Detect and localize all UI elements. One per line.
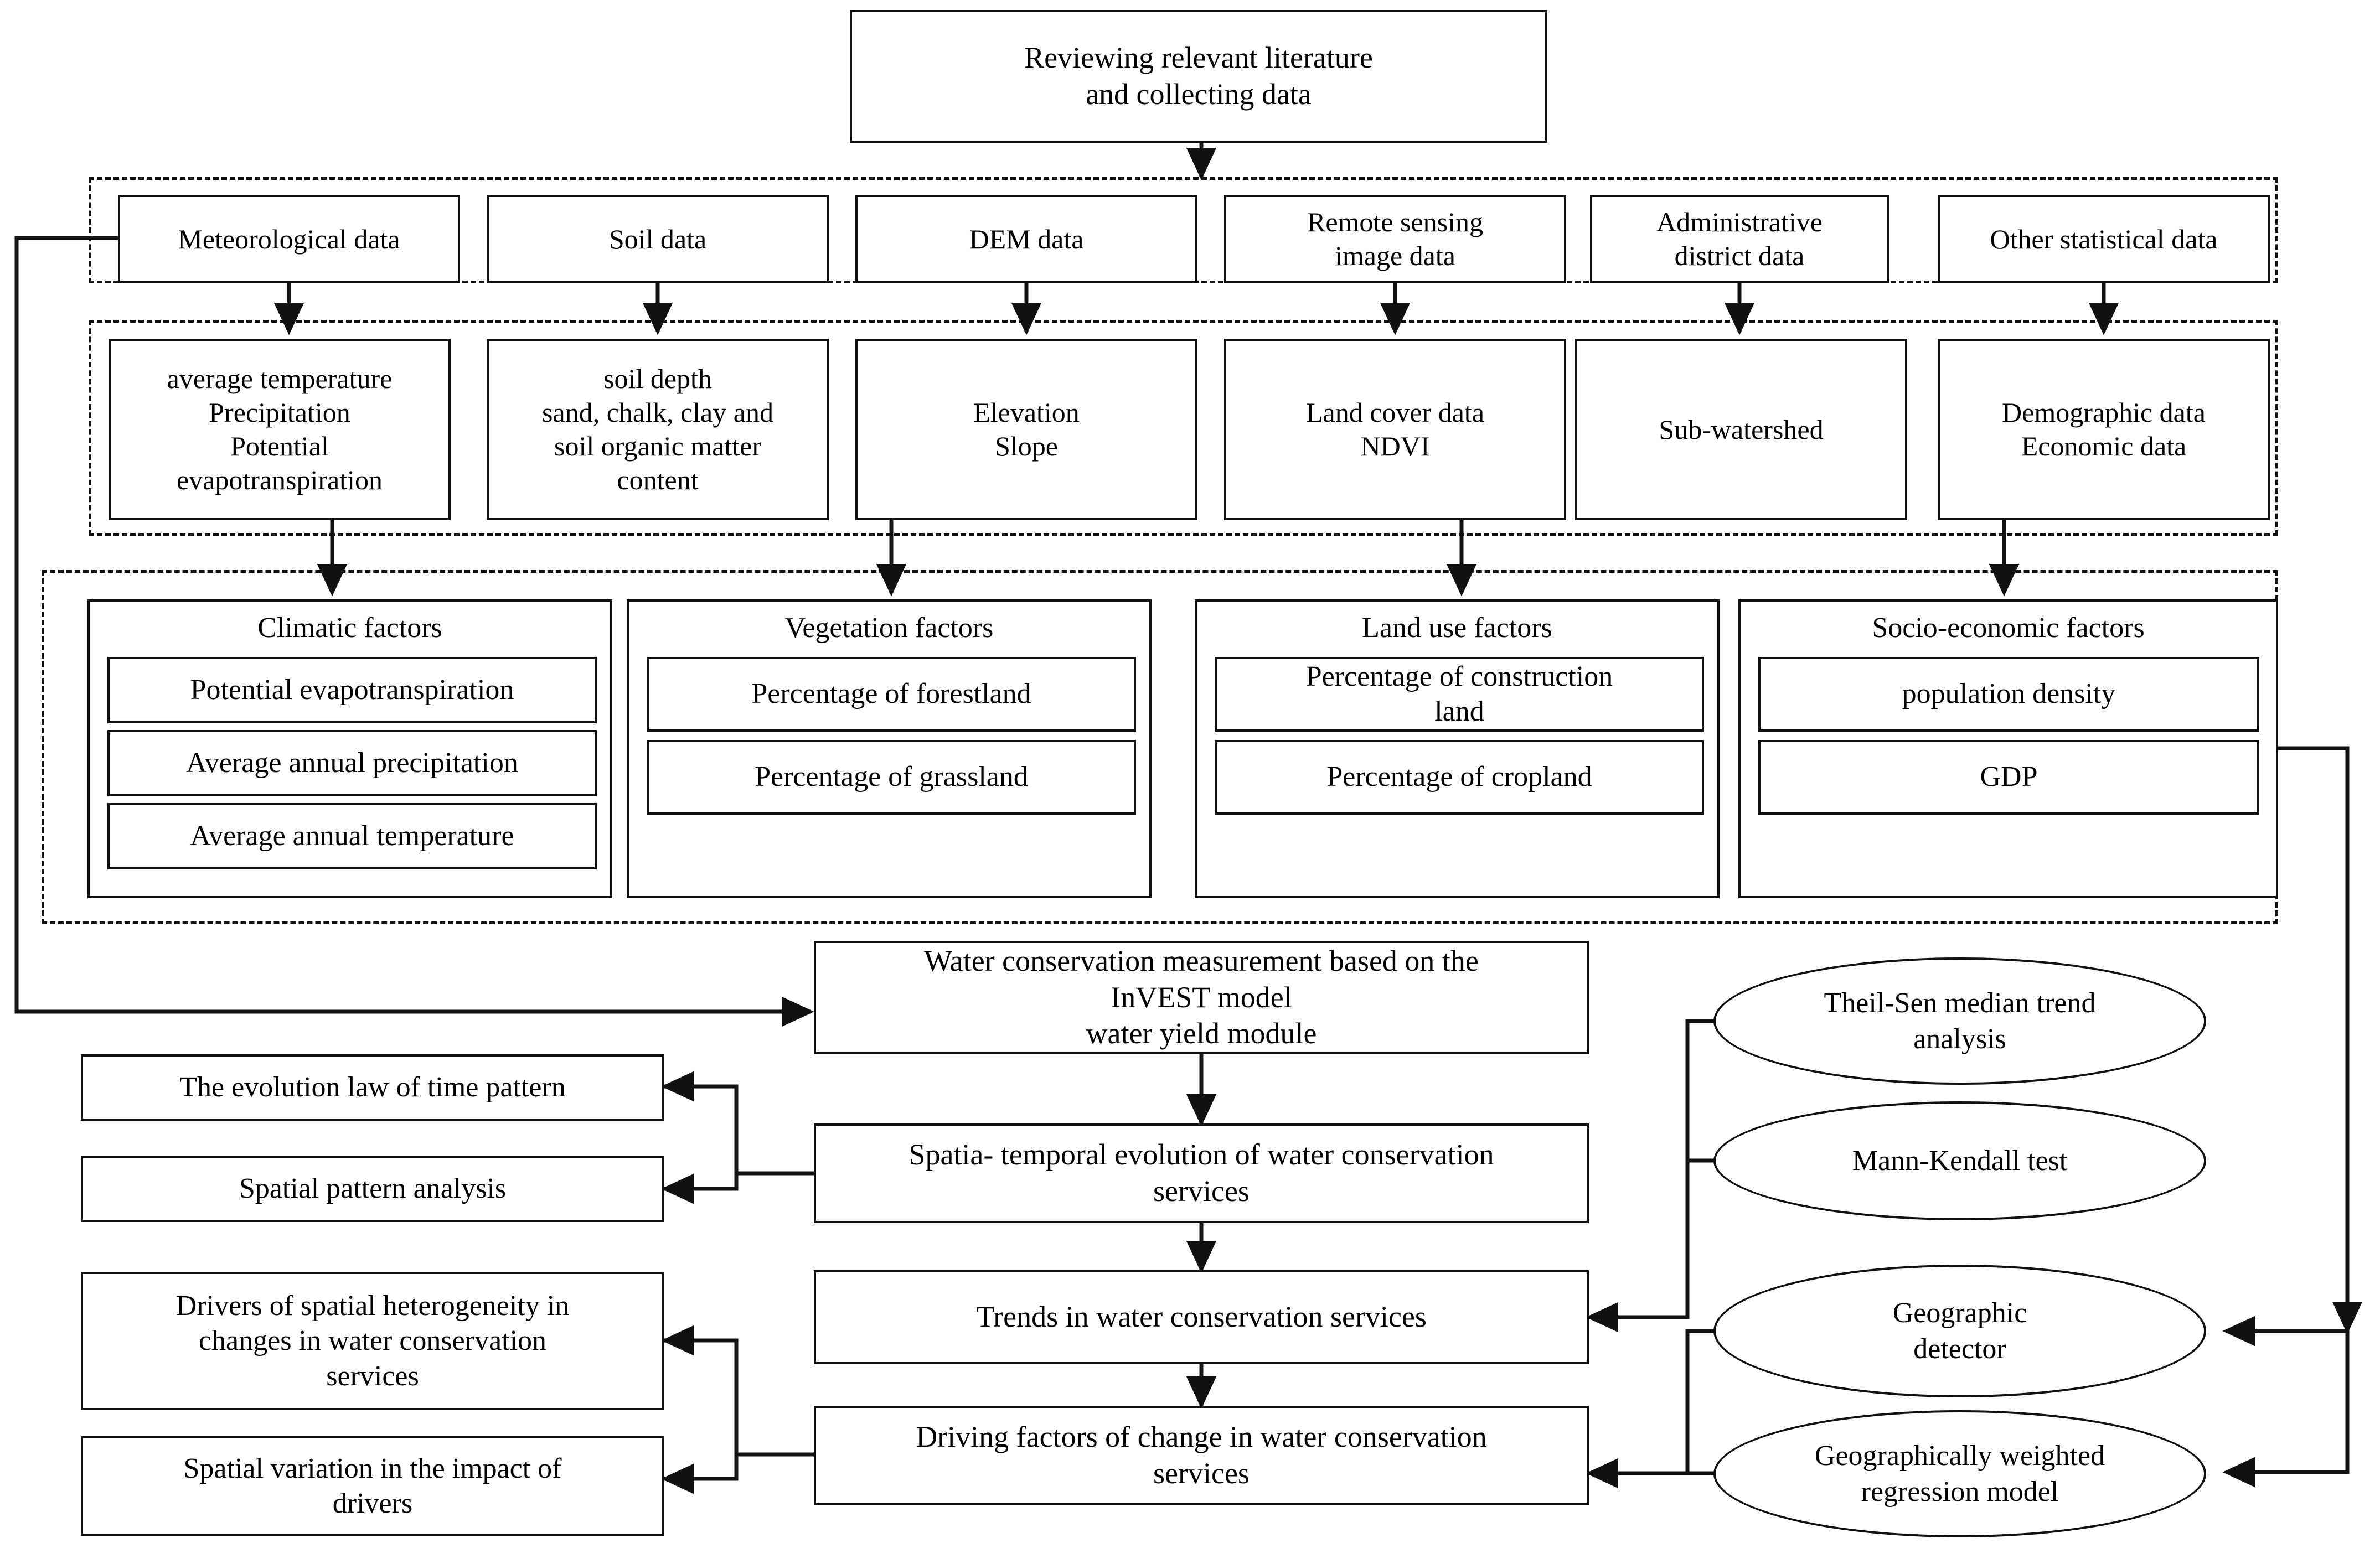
factor-percentage-of-forestland[interactable]: Percentage of forestland xyxy=(647,657,1136,732)
factor-percentage-of-grassland[interactable]: Percentage of grassland xyxy=(647,740,1136,815)
node-geographic-detector[interactable]: Geographic detector xyxy=(1713,1265,2206,1397)
factor-gdp[interactable]: GDP xyxy=(1758,740,2259,815)
node-statistical-variables[interactable]: Demographic data Economic data xyxy=(1938,339,2270,520)
group-climatic-factors-title: Climatic factors xyxy=(257,612,442,644)
group-socio-economic-factors-title: Socio-economic factors xyxy=(1872,612,2145,644)
node-dem-variables[interactable]: Elevation Slope xyxy=(855,339,1197,520)
node-spatial-variation-drivers[interactable]: Spatial variation in the impact of drive… xyxy=(81,1436,664,1536)
node-theil-sen-median-trend-analysis[interactable]: Theil-Sen median trend analysis xyxy=(1713,957,2206,1085)
node-driving-factors-change[interactable]: Driving factors of change in water conse… xyxy=(814,1406,1589,1505)
node-administrative-variables[interactable]: Sub-watershed xyxy=(1575,339,1907,520)
factor-percentage-of-construction-land[interactable]: Percentage of construction land xyxy=(1215,657,1704,732)
node-mann-kendall-test[interactable]: Mann-Kendall test xyxy=(1713,1101,2206,1220)
node-remote-sensing-image-data[interactable]: Remote sensing image data xyxy=(1224,195,1566,283)
node-invest-water-yield[interactable]: Water conservation measurement based on … xyxy=(814,941,1589,1054)
node-soil-data[interactable]: Soil data xyxy=(487,195,829,283)
factor-percentage-of-cropland[interactable]: Percentage of cropland xyxy=(1215,740,1704,815)
node-evolution-law-time-pattern[interactable]: The evolution law of time pattern xyxy=(81,1054,664,1121)
node-remote-sensing-variables[interactable]: Land cover data NDVI xyxy=(1224,339,1566,520)
node-administrative-district-data[interactable]: Administrative district data xyxy=(1590,195,1889,283)
factor-potential-evapotranspiration[interactable]: Potential evapotranspiration xyxy=(107,657,597,723)
node-drivers-spatial-heterogeneity[interactable]: Drivers of spatial heterogeneity in chan… xyxy=(81,1272,664,1410)
node-soil-variables[interactable]: soil depth sand, chalk, clay and soil or… xyxy=(487,339,829,520)
group-land-use-factors-title: Land use factors xyxy=(1362,612,1552,644)
factor-population-density[interactable]: population density xyxy=(1758,657,2259,732)
node-trends-water-conservation[interactable]: Trends in water conservation services xyxy=(814,1270,1589,1364)
group-climatic-factors: Climatic factors Potential evapotranspir… xyxy=(87,599,612,898)
node-climate-variables[interactable]: average temperature Precipitation Potent… xyxy=(109,339,451,520)
node-spatiotemporal-evolution[interactable]: Spatia- temporal evolution of water cons… xyxy=(814,1123,1589,1223)
factor-average-annual-temperature[interactable]: Average annual temperature xyxy=(107,803,597,869)
dashed-group-data-variables xyxy=(89,320,2278,536)
node-dem-data[interactable]: DEM data xyxy=(855,195,1197,283)
node-other-statistical-data[interactable]: Other statistical data xyxy=(1938,195,2270,283)
node-reviewing-literature[interactable]: Reviewing relevant literature and collec… xyxy=(850,10,1547,143)
node-spatial-pattern-analysis[interactable]: Spatial pattern analysis xyxy=(81,1156,664,1222)
node-meteorological-data[interactable]: Meteorological data xyxy=(118,195,460,283)
factor-average-annual-precipitation[interactable]: Average annual precipitation xyxy=(107,730,597,796)
group-socio-economic-factors: Socio-economic factors population densit… xyxy=(1738,599,2278,898)
group-land-use-factors: Land use factors Percentage of construct… xyxy=(1195,599,1720,898)
node-geographically-weighted-regression-model[interactable]: Geographically weighted regression model xyxy=(1713,1410,2206,1537)
group-vegetation-factors-title: Vegetation factors xyxy=(784,612,994,644)
group-vegetation-factors: Vegetation factors Percentage of forestl… xyxy=(627,599,1152,898)
